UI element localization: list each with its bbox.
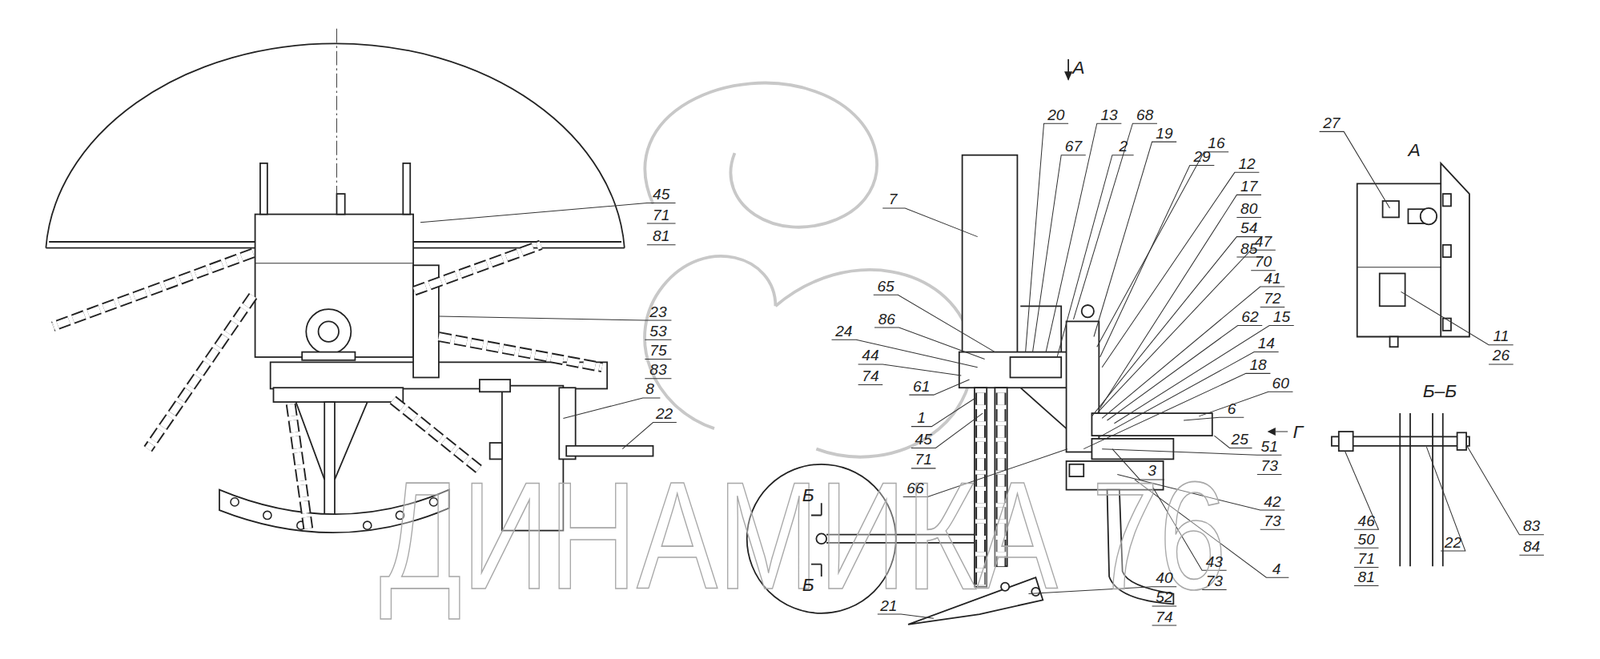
callout-number: 84 [1523,538,1540,554]
callout-number: 50 [1358,530,1375,547]
callout-number: 45 [652,186,670,202]
view-label: Г [1293,422,1303,442]
callout-number: 80 [1240,200,1258,216]
callout-number: 71 [1358,550,1375,566]
callout-number: 20 [1047,106,1065,122]
callout-number: 65 [876,277,894,294]
callout-number: 45 [915,430,933,447]
callout-number: 53 [649,322,667,338]
callout-number: 81 [652,228,670,244]
callout-number: 75 [649,342,667,358]
callout-number: 51 [1261,438,1279,454]
callout-number: 66 [906,480,924,496]
callout-number: 73 [1206,572,1223,588]
callout-number: 81 [1358,568,1375,584]
callout-number: 25 [1231,430,1249,447]
callout-number: 12 [1238,155,1255,171]
callout-number: 22 [1444,534,1462,550]
callout-number: 29 [1193,148,1211,164]
callout-number: 46 [1358,512,1375,528]
callout-number: 62 [1241,308,1259,324]
callout-number: 13 [1100,106,1118,122]
callout-number: 8 [645,381,655,397]
callout-number: 83 [1523,518,1540,534]
view-label: Б [802,486,815,505]
callout-number: 1 [916,410,926,426]
callout-number: 17 [1240,177,1258,193]
view-label: А [1072,58,1085,77]
callout-number: 67 [1065,138,1082,154]
logo-watermark [644,83,973,458]
callout-number: 71 [652,206,670,222]
callout-number: 23 [649,303,667,319]
callout-number: 60 [1272,374,1290,390]
callout-number: 74 [1155,608,1173,624]
callout-number: 6 [1227,400,1237,416]
callout-number: 40 [1155,570,1173,586]
callout-number: 14 [1258,335,1275,351]
callout-number: 24 [835,322,853,338]
callout-number: 68 [1136,106,1154,122]
view-label: Б [802,575,815,595]
callout-number: 74 [861,367,879,383]
callout-number: 71 [915,451,933,467]
callout-number: 52 [1155,589,1173,605]
callout-number: 86 [878,310,896,326]
view-label: Б–Б [1423,381,1458,401]
view-label: А [1407,140,1420,160]
callout-number: 61 [912,377,930,394]
callout-number: 43 [1206,553,1223,569]
callout-number: 2 [1119,138,1129,154]
callout-number: 11 [1492,328,1509,344]
callout-number: 22 [655,406,673,422]
callout-number: 73 [1263,512,1281,528]
callout-number: 73 [1261,457,1279,473]
callout-number: 47 [1254,233,1272,249]
callout-number: 21 [880,597,897,613]
callout-number: 42 [1263,493,1281,509]
callout-number: 19 [1155,124,1173,141]
callout-number: 44 [861,347,879,363]
callout-number: 4 [1272,560,1282,576]
callout-number: 72 [1263,290,1281,306]
callout-number: 27 [1322,114,1340,130]
callout-number: 3 [1147,462,1157,479]
callout-number: 70 [1254,253,1272,270]
callout-number: 15 [1273,308,1291,324]
callout-number: 7 [888,191,898,207]
callout-number: 18 [1249,356,1267,372]
callout-number: 83 [649,361,667,378]
callout-number: 26 [1492,347,1510,363]
callout-number: 41 [1263,269,1281,286]
